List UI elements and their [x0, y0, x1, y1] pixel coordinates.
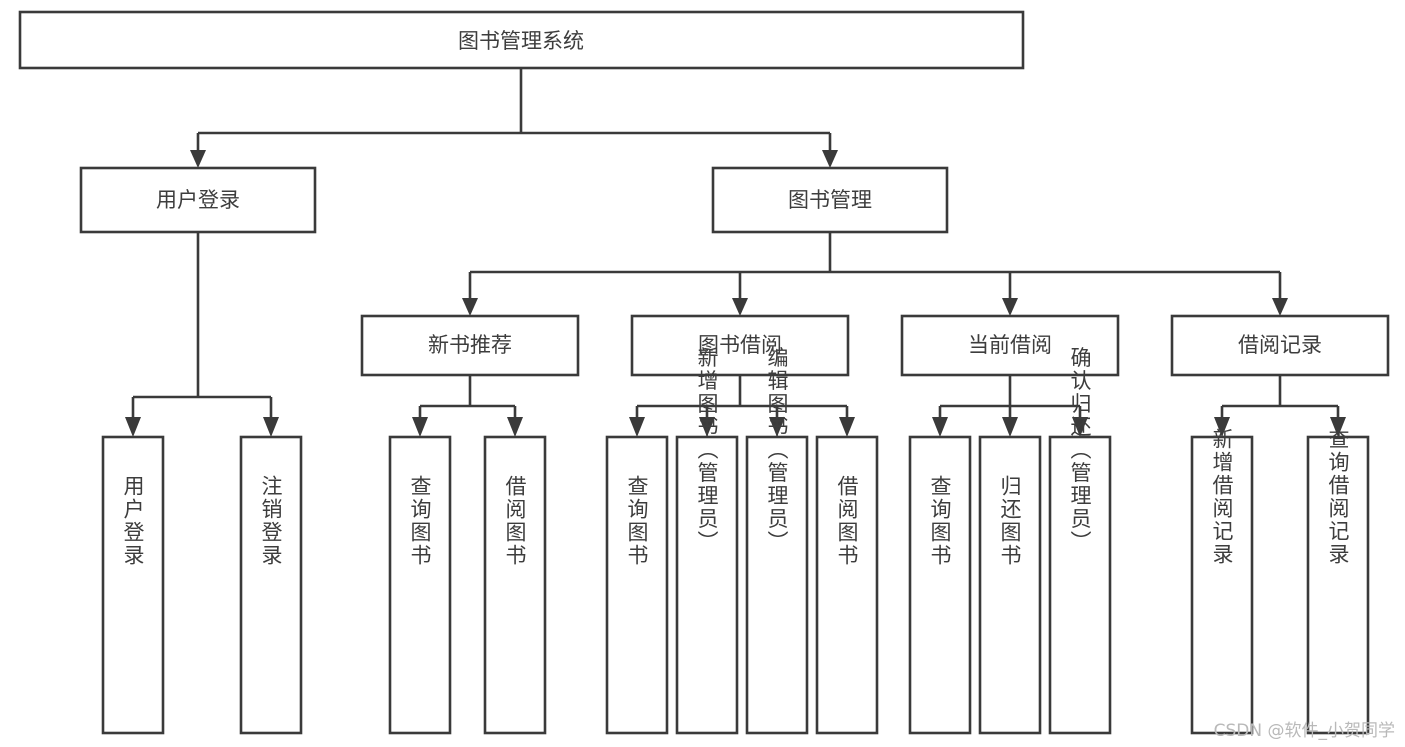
node-root[interactable]: 图书管理系统: [18, 10, 1025, 70]
leaf-label-add-borrow-record: 新增借阅记录: [1210, 428, 1234, 566]
leaf-node[interactable]: 查询借阅记录: [1306, 428, 1370, 735]
node-root-box[interactable]: [18, 10, 1025, 70]
leaf-label-add-book-admin: 新增图书（管理员）: [695, 347, 719, 554]
leaf-label-user-login: 用户登录: [121, 475, 145, 567]
node-book-borrow[interactable]: 图书借阅: [630, 314, 850, 377]
leaf-label-query-book-borrow: 查询图书: [625, 475, 649, 567]
leaf-box-logout[interactable]: [239, 435, 303, 735]
connector-record-to-leaves: [1214, 375, 1346, 437]
leaf-label-borrow-book-rec: 借阅图书: [503, 475, 527, 567]
node-user-login[interactable]: 用户登录: [79, 166, 317, 234]
leaf-node[interactable]: 确认归还（管理员）: [1048, 347, 1112, 735]
leaf-label-query-book-current: 查询图书: [928, 475, 952, 567]
leaf-node[interactable]: 编辑图书（管理员）: [745, 347, 809, 735]
leaf-box-query-book-current[interactable]: [908, 435, 972, 735]
leaf-node[interactable]: 注销登录: [239, 435, 303, 735]
node-user-login-label: 用户登录: [156, 188, 240, 212]
leaf-label-query-borrow-record: 查询借阅记录: [1326, 428, 1350, 566]
connector-currentborrow-to-leaves: [932, 375, 1088, 437]
leaf-node[interactable]: 查询图书: [605, 435, 669, 735]
node-book-management-box[interactable]: [711, 166, 949, 234]
node-current-borrow-label: 当前借阅: [968, 333, 1052, 357]
leaf-box-add-book-admin[interactable]: [675, 435, 739, 735]
leaf-node[interactable]: 新增图书（管理员）: [675, 347, 739, 735]
connector-root-to-level2: [190, 68, 838, 168]
leaf-box-borrow-book[interactable]: [815, 435, 879, 735]
node-book-management[interactable]: 图书管理: [711, 166, 949, 234]
node-new-book-recommend[interactable]: 新书推荐: [360, 314, 580, 377]
leaf-label-return-book: 归还图书: [998, 475, 1022, 567]
node-borrow-record[interactable]: 借阅记录: [1170, 314, 1390, 377]
leaf-box-add-borrow-record[interactable]: [1190, 435, 1254, 735]
leaf-label-logout: 注销登录: [259, 475, 283, 567]
node-new-book-recommend-box[interactable]: [360, 314, 580, 377]
leaf-label-borrow-book: 借阅图书: [835, 475, 859, 567]
leaf-label-confirm-return-admin: 确认归还（管理员）: [1068, 347, 1092, 554]
node-current-borrow-box[interactable]: [900, 314, 1120, 377]
leaf-label-query-book-rec: 查询图书: [408, 475, 432, 567]
leaf-node[interactable]: 归还图书: [978, 435, 1042, 735]
leaf-label-edit-book-admin: 编辑图书（管理员）: [765, 347, 789, 554]
connector-bookmgmt-to-level3: [462, 232, 1288, 316]
leaf-node[interactable]: 借阅图书: [815, 435, 879, 735]
leaf-box-borrow-book-rec[interactable]: [483, 435, 547, 735]
node-borrow-record-box[interactable]: [1170, 314, 1390, 377]
leaf-node[interactable]: 查询图书: [388, 435, 452, 735]
node-book-borrow-box[interactable]: [630, 314, 850, 377]
node-borrow-record-label: 借阅记录: [1238, 333, 1322, 357]
connector-newbook-to-leaves: [412, 375, 523, 437]
node-current-borrow[interactable]: 当前借阅: [900, 314, 1120, 377]
node-book-borrow-label: 图书借阅: [698, 333, 782, 357]
leaf-box-query-borrow-record[interactable]: [1306, 435, 1370, 735]
leaf-box-edit-book-admin[interactable]: [745, 435, 809, 735]
leaf-box-query-book-borrow[interactable]: [605, 435, 669, 735]
leaf-box-query-book-rec[interactable]: [388, 435, 452, 735]
leaf-node[interactable]: 借阅图书: [483, 435, 547, 735]
leaf-node[interactable]: 用户登录: [101, 435, 165, 735]
leaf-box-confirm-return-admin[interactable]: [1048, 435, 1112, 735]
leaf-node[interactable]: 新增借阅记录: [1190, 428, 1254, 735]
connector-userlogin-to-leaves: [125, 232, 279, 437]
leaf-box-return-book[interactable]: [978, 435, 1042, 735]
node-user-login-box[interactable]: [79, 166, 317, 234]
leaf-box-user-login[interactable]: [101, 435, 165, 735]
leaf-node[interactable]: 查询图书: [908, 435, 972, 735]
connector-borrow-to-leaves: [629, 375, 855, 437]
node-root-label: 图书管理系统: [458, 29, 584, 53]
node-new-book-recommend-label: 新书推荐: [428, 333, 512, 357]
node-book-management-label: 图书管理: [788, 188, 872, 212]
